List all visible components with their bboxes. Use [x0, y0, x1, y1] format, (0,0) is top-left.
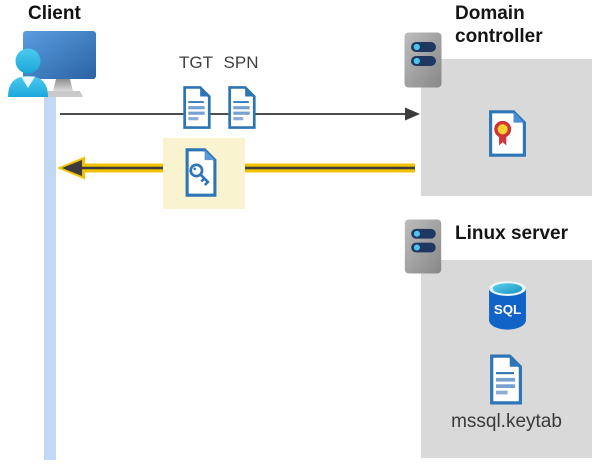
sql-database-icon: SQL: [489, 281, 526, 330]
client-computer-icon: [8, 31, 96, 97]
client-lifeline: [44, 96, 56, 460]
spn-label: SPN: [223, 53, 259, 72]
client-label: Client: [28, 3, 81, 24]
keytab-file-icon: [490, 354, 522, 405]
sql-icon-text: SQL: [494, 302, 521, 317]
certificate-icon: [489, 110, 526, 157]
keytab-label: mssql.keytab: [451, 411, 562, 432]
monitor-icon: [23, 31, 96, 97]
tgt-document-icon: [183, 86, 211, 129]
domain-controller-title: Domain controller: [455, 3, 543, 47]
linux-server-title: Linux server: [455, 223, 568, 244]
domain-controller-server-icon: [404, 32, 442, 88]
tgt-label: TGT: [179, 53, 213, 72]
spn-document-icon: [228, 86, 256, 129]
key-ticket-icon: [185, 148, 217, 197]
linux-server-server-icon: [404, 219, 442, 274]
user-icon: [8, 48, 48, 97]
